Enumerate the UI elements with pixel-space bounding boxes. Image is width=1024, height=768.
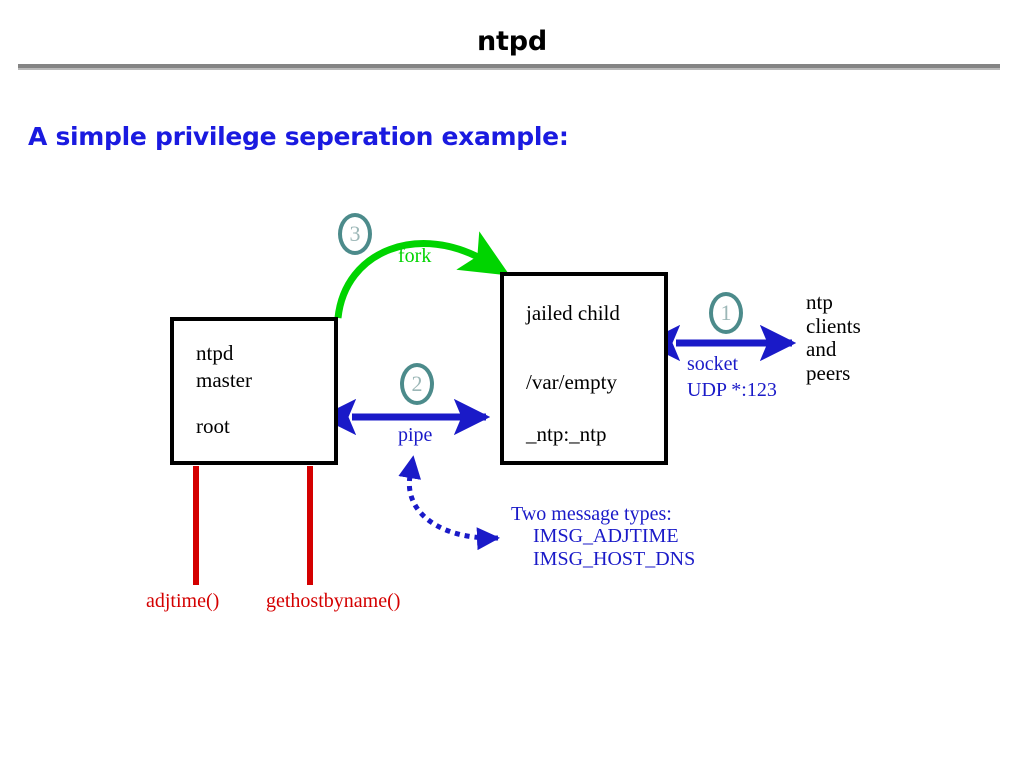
process-box-jailed-child[interactable]: jailed child /var/empty _ntp:_ntp [500,272,668,465]
ntp-peers-label: ntp clients and peers [806,290,861,385]
fork-label: fork [398,245,432,267]
master-line-2: master [196,368,252,392]
process-box-master[interactable]: ntpd master root [170,317,338,465]
subtitle: A simple privilege seperation example: [28,122,569,151]
pipe-label: pipe [398,424,433,446]
ntp-peers-line-2: clients [806,313,861,338]
title-divider [18,64,1000,70]
ntp-peers-line-3: and [806,337,837,362]
socket-label: socket [687,353,739,375]
syscall-stems [193,466,313,585]
message-type-imsg-host-dns: IMSG_HOST_DNS [533,547,696,570]
message-types-heading: Two message types: [511,503,672,525]
message-types-label: Two message types: IMSG_ADJTIME IMSG_HOS… [511,503,695,570]
message-type-imsg-adjtime: IMSG_ADJTIME [533,525,679,548]
socket-udp-label: UDP *:123 [687,379,777,401]
child-line-1: jailed child [526,301,620,325]
step-badge-2: 2 [400,363,434,405]
syscall-label-gethostbyname: gethostbyname() [266,590,401,612]
syscall-label-adjtime: adjtime() [146,590,220,612]
ntp-peers-line-4: peers [806,360,851,385]
child-line-2: /var/empty [526,370,617,394]
step-badge-3: 3 [338,213,372,255]
child-line-3: _ntp:_ntp [526,422,607,446]
page-title: ntpd [477,26,547,57]
step-badge-1: 1 [709,292,743,334]
master-line-3: root [196,414,230,438]
message-types-arrow [398,455,500,551]
master-line-1: ntpd [196,341,234,365]
ntp-peers-line-1: ntp [806,290,833,314]
